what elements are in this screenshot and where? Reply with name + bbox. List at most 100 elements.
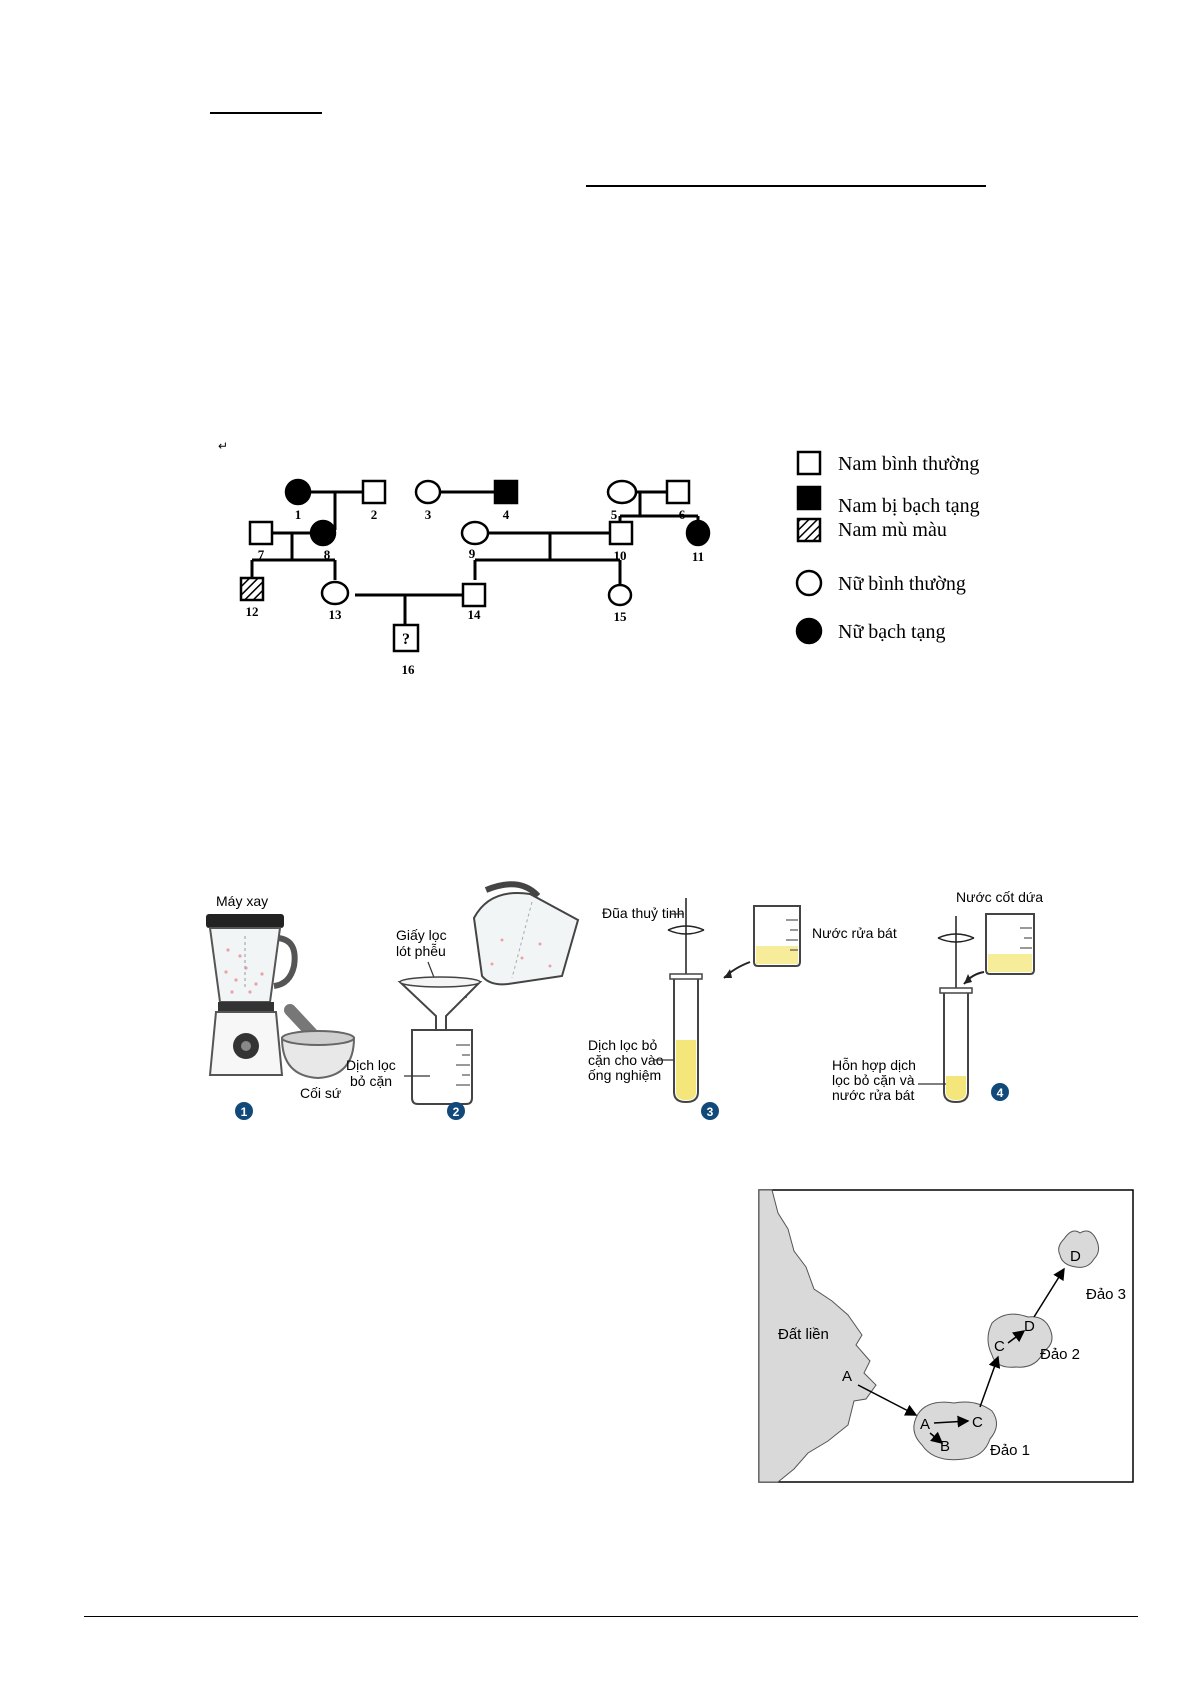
species-C-island2: C — [994, 1338, 1005, 1355]
arrow-island1-to-island2 — [979, 1355, 1001, 1408]
individual-15 — [607, 583, 633, 607]
legend-text-1: Nam bình thường — [838, 453, 979, 475]
unknown-mark: ? — [402, 631, 410, 648]
rod-label-3: Đũa thuỷ tinh — [602, 905, 685, 921]
blender-label: Máy xay — [216, 893, 268, 909]
individual-13 — [320, 580, 350, 606]
individual-3 — [414, 479, 442, 505]
island3-label: Đảo 3 — [1086, 1286, 1126, 1303]
legend-square-hatched — [796, 517, 822, 543]
tube-label-3-3: ống nghiệm — [588, 1067, 661, 1083]
label-10: 10 — [614, 548, 627, 563]
label-9: 9 — [469, 546, 476, 561]
legend-text-2: Nam bị bạch tạng — [838, 495, 980, 517]
legend-square-open — [796, 450, 822, 476]
pedigree-chart: ↵ — [218, 439, 980, 677]
label-6: 6 — [679, 507, 686, 522]
blender-collar — [218, 1002, 274, 1012]
step2-badge — [447, 1102, 465, 1120]
island1-shape — [913, 1401, 997, 1461]
pedigree-legend — [795, 450, 823, 645]
island3-shape — [1058, 1230, 1100, 1268]
individual-5 — [606, 479, 638, 505]
label-1: 1 — [295, 507, 302, 522]
filtrate-label-1: Dịch lọc — [346, 1057, 396, 1073]
label-2: 2 — [371, 507, 378, 522]
island1-label: Đảo 1 — [990, 1442, 1030, 1459]
arrow-mainland-to-island1 — [857, 1384, 918, 1416]
step4-number: 4 — [997, 1086, 1004, 1100]
label-15: 15 — [614, 609, 628, 624]
arrow-A-to-B — [929, 1431, 944, 1444]
island2-label: Đảo 2 — [1040, 1346, 1080, 1363]
legend-text-4: Nữ bình thường — [838, 573, 966, 595]
individual-4 — [493, 479, 519, 505]
arrow-A-to-C — [933, 1415, 970, 1428]
legend-text-5: Nữ bạch tạng — [838, 621, 945, 643]
step1-number: 1 — [241, 1105, 248, 1119]
individual-7 — [248, 520, 274, 546]
mortar-bowl — [280, 1037, 356, 1080]
label-5: 5 — [611, 507, 618, 522]
blender-jar — [208, 927, 282, 1003]
header-underline-long — [586, 185, 986, 187]
individual-8 — [309, 519, 337, 547]
mainland-shape — [758, 1189, 877, 1483]
label-16: 16 — [402, 662, 416, 677]
legend-circle-filled — [795, 617, 823, 645]
legend-circle-open — [795, 569, 823, 597]
tube-label-4-3: nước rửa bát — [832, 1087, 915, 1103]
beaker-label-3: Nước rửa bát — [812, 925, 897, 941]
species-D-island3: D — [1070, 1248, 1081, 1265]
filtrate-beaker — [411, 1029, 473, 1105]
species-A-mainland: A — [842, 1368, 852, 1385]
individual-16 — [392, 623, 420, 653]
species-D-island2: D — [1024, 1318, 1035, 1335]
mortar-label: Cối sứ — [300, 1085, 341, 1101]
pouring-jug — [472, 892, 580, 986]
individual-10 — [608, 520, 634, 546]
label-11: 11 — [692, 549, 704, 564]
species-B-island1: B — [940, 1438, 950, 1455]
arrow-C-to-D — [1007, 1330, 1026, 1344]
individual-6 — [665, 479, 691, 505]
filter-label-1: Giấy lọc — [396, 927, 447, 943]
label-14: 14 — [468, 607, 482, 622]
individual-14 — [461, 582, 487, 608]
species-C-island1: C — [972, 1414, 983, 1431]
footer-rule — [84, 1616, 1138, 1617]
species-A-island1: A — [920, 1416, 930, 1433]
tube-label-4-1: Hỗn hợp dịch — [832, 1057, 916, 1073]
label-4: 4 — [503, 507, 510, 522]
test-tube-4 — [943, 989, 969, 1104]
filtrate-label-2: bỏ cặn — [350, 1073, 392, 1089]
individual-12 — [239, 576, 265, 602]
label-13: 13 — [329, 607, 343, 622]
individual-1 — [284, 478, 312, 506]
islands-map: Đất liền A A B C Đảo 1 C D Đảo 2 D Đảo 3 — [758, 1189, 1134, 1483]
filter-label-2: lót phễu — [396, 943, 446, 959]
label-3: 3 — [425, 507, 432, 522]
legend-square-filled — [796, 485, 822, 511]
blender-lid — [206, 914, 284, 928]
beaker-label-4: Nước cốt dứa — [956, 889, 1043, 905]
label-7: 7 — [258, 547, 265, 562]
step1-badge — [235, 1102, 253, 1120]
mainland-label: Đất liền — [778, 1326, 829, 1343]
tube-label-3-2: cặn cho vào — [588, 1052, 664, 1068]
arrow-island2-to-island3 — [1033, 1267, 1065, 1318]
individual-11 — [685, 519, 711, 547]
individual-2 — [361, 479, 387, 505]
corner-mark: ↵ — [218, 439, 228, 453]
header-underline-short — [210, 112, 322, 114]
tube-label-3-1: Dịch lọc bỏ — [588, 1037, 657, 1053]
step2-number: 2 — [453, 1105, 460, 1119]
experiment-diagram: Máy xay Cối sứ 1 Giấy lọc lót phễu Dịch … — [206, 881, 1043, 1120]
blender-handle — [273, 935, 298, 989]
label-12: 12 — [246, 604, 259, 619]
tube-label-4-2: lọc bỏ cặn và — [832, 1072, 915, 1088]
label-8: 8 — [324, 547, 331, 562]
legend-text-3: Nam mù màu — [838, 519, 947, 541]
step3-number: 3 — [707, 1105, 714, 1119]
individual-9 — [460, 520, 490, 546]
